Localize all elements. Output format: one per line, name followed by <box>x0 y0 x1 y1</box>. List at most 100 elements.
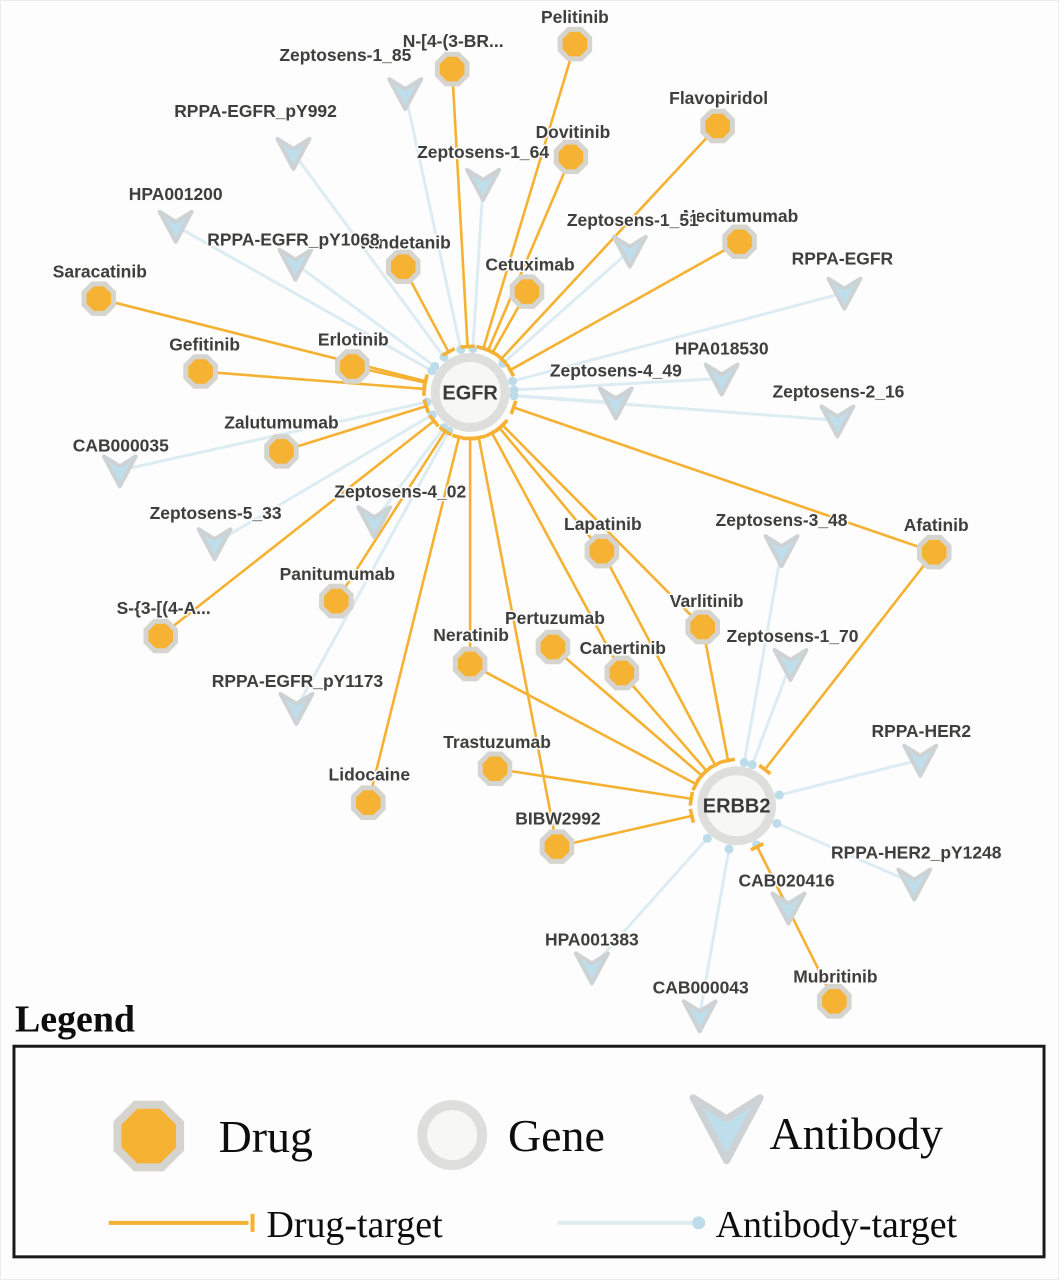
node-label-varlitinib: Varlitinib <box>670 591 744 611</box>
drug-node-dovitinib[interactable] <box>553 139 589 175</box>
node-label-cab020416: CAB020416 <box>738 871 834 891</box>
drug-node-afatinib[interactable] <box>916 534 952 570</box>
node-label-hpa001200: HPA001200 <box>129 184 223 204</box>
antibody-node-zeptosens-1-51[interactable] <box>611 234 648 269</box>
antibody-node-zeptosens-3-48[interactable] <box>763 534 800 569</box>
drug-node-flavopiridol[interactable] <box>700 108 735 144</box>
antibody-target-edge <box>776 821 915 885</box>
antibody-node-zeptosens-2-16[interactable] <box>819 404 856 439</box>
gene-node-erbb2[interactable] <box>697 766 777 846</box>
node-label-n-4-3-br: N-[4-(3-BR... <box>403 31 504 51</box>
antibody-target-edge <box>698 848 731 1016</box>
node-label-pelitinib: Pelitinib <box>541 7 609 27</box>
drug-target-edge <box>490 432 623 674</box>
drug-edge-tee <box>688 808 696 824</box>
antibody-target-edge <box>750 663 792 766</box>
drug-node-n-4-3-br[interactable] <box>434 51 470 87</box>
edges-layer <box>98 43 936 1016</box>
drug-node-cetuximab[interactable] <box>509 274 545 309</box>
drug-target-edge <box>701 626 730 761</box>
antibody-target-edge <box>512 291 845 383</box>
node-label-lapatinib: Lapatinib <box>564 514 642 534</box>
drug-target-edge <box>500 125 719 360</box>
antibody-node-zeptosens-4-49[interactable] <box>597 386 634 421</box>
drug-node-neratinib[interactable] <box>452 646 488 682</box>
antibody-node-zeptosens-1-70[interactable] <box>772 647 809 682</box>
legend-title: Legend <box>15 998 135 1040</box>
drug-target-edge <box>501 424 704 628</box>
drug-node-zalutumumab[interactable] <box>264 434 299 469</box>
drug-edge-tee <box>471 434 486 441</box>
drug-edge-tee <box>485 347 500 358</box>
drug-target-edge <box>98 297 426 383</box>
drug-target-edge <box>600 550 717 766</box>
legend-antibody-label: Antibody <box>770 1108 943 1159</box>
antibody-node-hpa001383[interactable] <box>573 951 610 986</box>
antibody-target-edge <box>471 183 485 349</box>
antibody-target-edge <box>513 394 838 422</box>
drug-node-necitumumab[interactable] <box>722 224 757 260</box>
antibody-node-rppa-egfr[interactable] <box>826 276 863 311</box>
drug-node-varlitinib[interactable] <box>685 609 720 645</box>
antibody-node-rppa-her2-py1248[interactable] <box>896 867 933 902</box>
drug-node-panitumumab[interactable] <box>319 583 354 619</box>
drug-node-pelitinib[interactable] <box>557 26 593 62</box>
drug-edge-tee <box>422 375 429 390</box>
antibody-target-edge <box>292 152 446 359</box>
antibody-node-zeptosens-1-64[interactable] <box>465 167 502 202</box>
drug-target-edge <box>494 767 692 801</box>
drug-node-vandetanib[interactable] <box>385 249 421 284</box>
node-label-trastuzumab: Trastuzumab <box>443 732 551 752</box>
node-label-rppa-egfr-py992: RPPA-EGFR_pY992 <box>174 101 337 121</box>
node-label-flavopiridol: Flavopiridol <box>669 88 768 108</box>
drug-target-edge <box>763 551 936 771</box>
node-label-rppa-egfr: RPPA-EGFR <box>792 249 894 269</box>
drug-node-mubritinib[interactable] <box>817 984 852 1019</box>
node-label-vandetanib: Vandetanib <box>358 233 451 253</box>
drug-node-erlotinib[interactable] <box>335 349 370 384</box>
gene-node-egfr[interactable] <box>430 353 510 432</box>
antibody-target-edge <box>778 758 921 797</box>
antibody-node-rppa-her2[interactable] <box>902 743 939 778</box>
node-label-cetuximab: Cetuximab <box>485 255 574 275</box>
drug-node-saracatinib[interactable] <box>81 281 117 316</box>
antibody-node-rppa-egfr-py992[interactable] <box>275 136 312 171</box>
drug-target-edge <box>469 662 697 786</box>
drug-node-pertuzumab[interactable] <box>535 629 571 665</box>
antibody-node-zeptosens-4-02[interactable] <box>356 505 393 540</box>
drug-target-edge <box>450 69 469 347</box>
antibody-edge-dot <box>509 391 519 401</box>
antibody-edge-dot <box>430 361 440 371</box>
drug-node-lidocaine[interactable] <box>351 785 386 820</box>
antibody-target-edge <box>742 549 783 763</box>
antibody-node-hpa018530[interactable] <box>703 362 740 397</box>
antibody-node-cab000043[interactable] <box>681 999 718 1034</box>
drug-target-edge <box>755 846 836 1002</box>
antibody-edge-dot <box>772 818 782 828</box>
legend-icons <box>108 1094 764 1232</box>
drug-node-gefitinib[interactable] <box>183 354 218 389</box>
antibody-node-cab020416[interactable] <box>770 891 807 926</box>
antibody-edge-dot <box>739 757 749 767</box>
drug-edge-tee <box>422 398 431 414</box>
drug-target-edge <box>159 419 435 638</box>
antibody-edge-dot <box>702 833 712 843</box>
antibody-node-zeptosens-5-33[interactable] <box>196 527 233 562</box>
drug-node-canertinib[interactable] <box>604 655 640 691</box>
antibody-node-zeptosens-1-85[interactable] <box>387 77 424 112</box>
antibody-node-hpa001200[interactable] <box>157 209 194 244</box>
drug-node-s-3-4-a[interactable] <box>143 618 178 654</box>
antibody-node-cab000035[interactable] <box>101 454 138 489</box>
antibody-target-edge <box>501 249 631 365</box>
antibody-target-edge <box>590 837 709 969</box>
antibody-target-edge <box>295 430 451 709</box>
drug-edge-tee <box>441 347 456 357</box>
node-label-dovitinib: Dovitinib <box>536 122 611 142</box>
drug-node-lapatinib[interactable] <box>584 533 620 569</box>
antibody-node-rppa-egfr-py1173[interactable] <box>278 691 315 726</box>
antibody-node-rppa-egfr-py1068[interactable] <box>277 247 314 282</box>
drug-node-trastuzumab[interactable] <box>477 751 513 787</box>
drug-node-bibw2992[interactable] <box>539 829 575 864</box>
node-label-zeptosens-4-02: Zeptosens-4_02 <box>334 481 466 501</box>
